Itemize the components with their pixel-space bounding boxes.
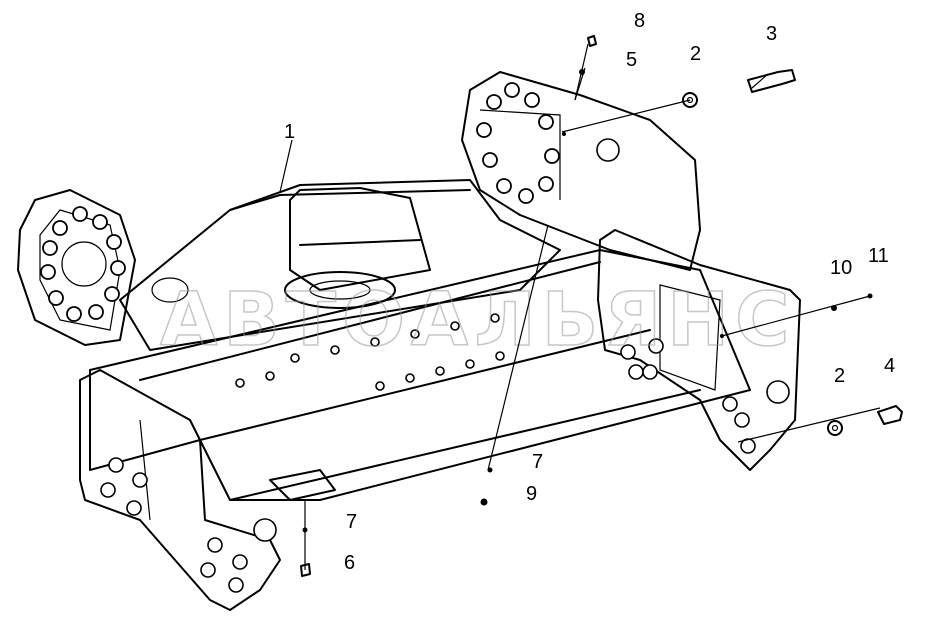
callout-3: 3 [766, 23, 777, 45]
callout-8: 8 [634, 10, 645, 32]
callout-labels: 1 2 3 8 5 10 11 2 4 7 9 7 6 [284, 10, 895, 574]
left-side-bracket [79, 369, 281, 611]
nut-5 [579, 69, 585, 75]
callout-6: 6 [344, 552, 355, 574]
callout-2-lower: 2 [834, 365, 845, 387]
nut-11 [867, 293, 873, 299]
nut-9 [480, 498, 488, 506]
callout-1: 1 [284, 121, 295, 143]
left-bolt-flange [17, 189, 136, 346]
callout-11: 11 [868, 245, 889, 267]
washer-2-upper [682, 92, 698, 108]
callout-2-upper: 2 [690, 43, 701, 65]
washer-10 [831, 305, 837, 311]
washer-7-left [302, 527, 308, 533]
frame-cross-member [89, 179, 751, 501]
bolt-3 [747, 69, 796, 93]
right-bolt-flange [461, 71, 701, 271]
callout-4: 4 [884, 355, 895, 377]
washer-2-lower [827, 420, 843, 436]
bolt-4 [877, 405, 903, 425]
callout-7-left: 7 [346, 511, 357, 533]
callout-7-center: 7 [532, 451, 543, 473]
washer-7-center [487, 467, 493, 473]
pin-8 [587, 35, 597, 47]
fastener-parts [300, 35, 903, 577]
callout-5: 5 [626, 49, 637, 71]
bolt-6 [300, 563, 311, 577]
callout-10: 10 [830, 257, 852, 279]
callout-9: 9 [526, 483, 537, 505]
watermark-text: АВТОАЛЬЯНС [160, 277, 795, 363]
